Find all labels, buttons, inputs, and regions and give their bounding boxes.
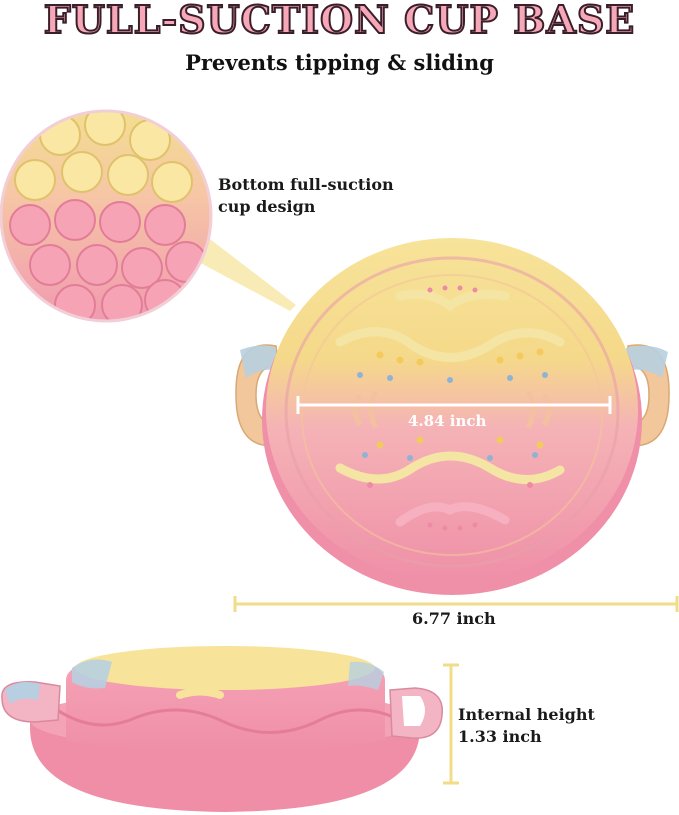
page-subtitle: Prevents tipping & sliding	[185, 50, 494, 75]
callout-line-1: Bottom full-suction	[218, 175, 394, 194]
bowl-side-view	[1, 646, 443, 812]
bowl-top-view	[235, 238, 670, 595]
callout-line-2: cup design	[218, 197, 316, 216]
height-measure	[443, 663, 459, 785]
suction-zoom-circle	[0, 109, 213, 323]
outer-width-label: 6.77 inch	[412, 609, 496, 628]
height-label-line-1: Internal height	[458, 705, 595, 724]
callout-connector	[195, 236, 296, 311]
callout-label: Bottom full-suction cup design	[218, 174, 394, 218]
page-title: FULL-SUCTION CUP BASE	[43, 0, 636, 42]
outer-width-measure	[233, 596, 679, 612]
height-label-line-2: 1.33 inch	[458, 727, 542, 746]
inner-width-measure	[296, 396, 612, 414]
height-label: Internal height 1.33 inch	[458, 704, 595, 748]
inner-width-label: 4.84 inch	[408, 412, 487, 430]
